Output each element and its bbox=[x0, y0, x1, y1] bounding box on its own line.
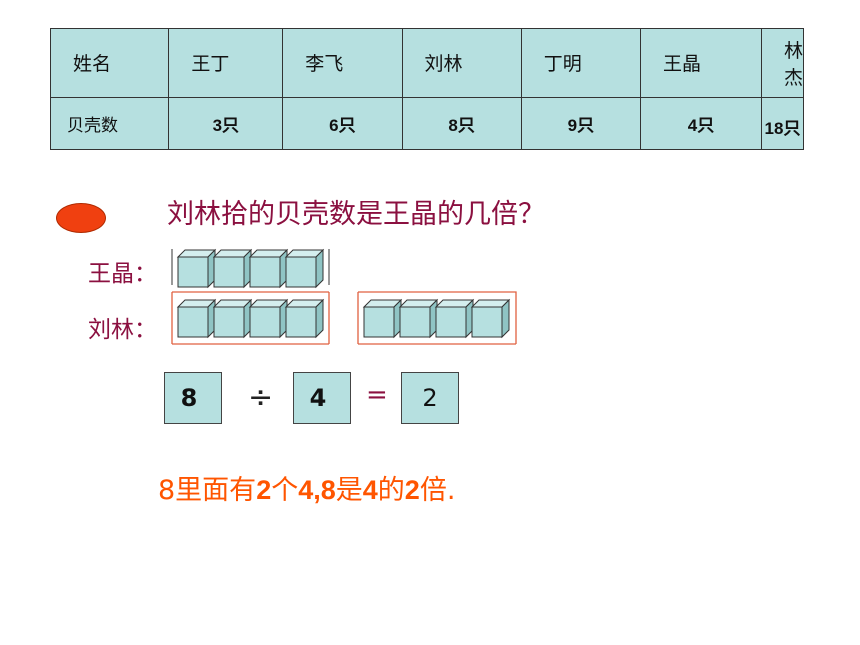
table-name-cell: 丁明 bbox=[520, 28, 641, 98]
cube bbox=[284, 298, 325, 339]
cube bbox=[176, 298, 217, 339]
equals-sign: = bbox=[366, 380, 388, 410]
table-name-cell: 李飞 bbox=[282, 28, 403, 98]
table-name-cell: 王晶 bbox=[639, 28, 762, 98]
answer-part: 个 bbox=[271, 475, 299, 506]
divisor-box: 4 bbox=[293, 372, 351, 424]
divide-operator: ÷ bbox=[248, 380, 274, 415]
dividend-value: 8 bbox=[180, 384, 198, 412]
table-count-cell: 8只 bbox=[401, 96, 522, 151]
cube bbox=[212, 298, 253, 339]
table-name-cell: 林杰 bbox=[760, 28, 805, 98]
result-value: 2 bbox=[422, 384, 438, 412]
cube bbox=[434, 298, 475, 339]
divisor-value: 4 bbox=[309, 384, 327, 412]
label-liulin: 刘林： bbox=[88, 317, 157, 343]
cube bbox=[470, 298, 511, 339]
table-count-cell: 18只 bbox=[760, 96, 805, 151]
table-count-cell: 9只 bbox=[520, 96, 641, 151]
header-label: 姓名 bbox=[49, 28, 170, 98]
cube bbox=[212, 248, 253, 289]
shell-count-table: 姓名 王丁 李飞 刘林 丁明 王晶 林杰 贝壳数 3只 6只 8只 9只 4只 … bbox=[49, 28, 805, 151]
answer-part: 2 bbox=[404, 475, 420, 505]
cube bbox=[284, 248, 325, 289]
answer-part: 的 bbox=[377, 475, 405, 506]
answer-part: 是 bbox=[335, 475, 363, 506]
table-header-row: 姓名 王丁 李飞 刘林 丁明 王晶 林杰 bbox=[49, 28, 805, 98]
cube bbox=[362, 298, 403, 339]
label-wangjing: 王晶： bbox=[88, 261, 157, 287]
cube bbox=[248, 248, 289, 289]
cube bbox=[176, 248, 217, 289]
table-name-cell: 王丁 bbox=[168, 28, 284, 98]
dividend-box: 8 bbox=[164, 372, 222, 424]
bullet-dot bbox=[56, 203, 106, 233]
answer-part: 2 bbox=[256, 475, 272, 505]
cube bbox=[248, 298, 289, 339]
answer-sentence: 8里面有2个4,8是4的2倍. bbox=[158, 468, 455, 507]
answer-part: 倍. bbox=[419, 475, 456, 506]
row-label: 贝壳数 bbox=[49, 96, 170, 151]
table-count-cell: 3只 bbox=[168, 96, 284, 151]
question-text: 刘林拾的贝壳数是王晶的几倍？ bbox=[167, 199, 545, 230]
answer-part: 8里面有 bbox=[158, 475, 257, 506]
table-count-cell: 6只 bbox=[282, 96, 403, 151]
table-count-row: 贝壳数 3只 6只 8只 9只 4只 18只 bbox=[49, 96, 805, 151]
result-box: 2 bbox=[401, 372, 459, 424]
answer-part: 4 bbox=[362, 475, 378, 505]
answer-part: 4,8 bbox=[298, 475, 336, 505]
table-count-cell: 4只 bbox=[639, 96, 762, 151]
cube bbox=[398, 298, 439, 339]
